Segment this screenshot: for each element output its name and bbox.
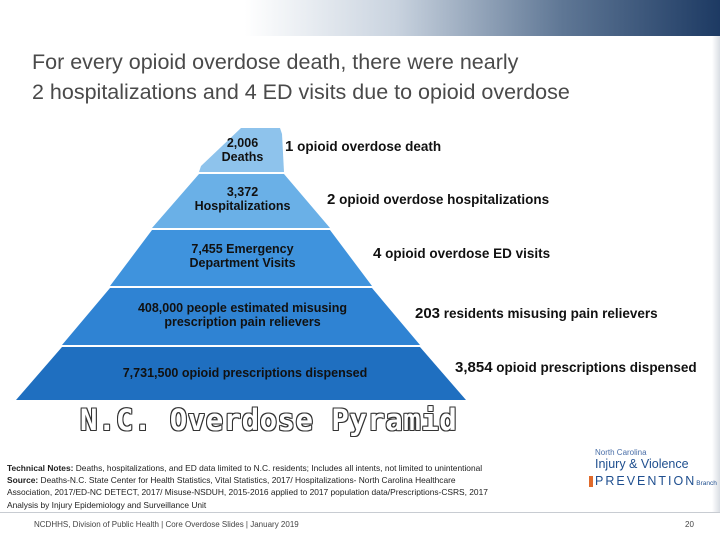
- technical-notes: Technical Notes: Deaths, hospitalization…: [7, 462, 547, 511]
- source-line-1: Source: Deaths-N.C. State Center for Hea…: [7, 474, 547, 486]
- ratio-number: 4: [373, 245, 382, 262]
- ratio-text: opioid overdose hospitalizations: [335, 192, 550, 207]
- slide-title-line-1: For every opioid overdose death, there w…: [32, 50, 519, 74]
- injury-violence-prevention-logo: North Carolina Injury & Violence PREVENT…: [589, 448, 717, 498]
- pyramid-tier-deaths: [199, 128, 284, 172]
- pyramid-caption: N.C. Overdose Pyramid: [80, 403, 458, 437]
- logo-line-3: PREVENTIONBranch: [589, 474, 717, 488]
- source-line-3: Analysis by Injury Epidemiology and Surv…: [7, 499, 207, 510]
- logo-line-2: Injury & Violence: [595, 457, 689, 471]
- slide-title-line-2: 2 hospitalizations and 4 ED visits due t…: [32, 80, 570, 104]
- tier-label-ed-visits-line-2: Department Visits: [189, 256, 296, 270]
- source-label: Source:: [7, 475, 39, 486]
- tier-label-prescriptions: 7,731,500 opioid prescriptions dispensed: [60, 366, 430, 380]
- tier-label-hospitalizations: 3,372 Hospitalizations: [170, 185, 315, 213]
- tier-label-misuse-line-2: prescription pain relievers: [164, 315, 321, 329]
- page-number: 20: [685, 520, 694, 529]
- pyramid-tier-ed-visits: [110, 230, 372, 286]
- tier-label-deaths: 2,006 Deaths: [205, 136, 280, 164]
- ratio-text: opioid prescriptions dispensed: [492, 360, 697, 375]
- ratio-label-deaths: 1 opioid overdose death: [285, 138, 441, 155]
- tier-label-prescriptions-line-1: 7,731,500 opioid prescriptions dispensed: [122, 366, 368, 380]
- ratio-label-prescriptions: 3,854 opioid prescriptions dispensed: [455, 359, 697, 376]
- tier-label-misuse-line-1: 408,000 people estimated misusing: [137, 301, 348, 315]
- source-line-2: Association, 2017/ED-NC DETECT, 2017/ Mi…: [7, 487, 488, 498]
- logo-branch: Branch: [696, 480, 717, 487]
- pyramid-tier-prescriptions: [16, 347, 466, 400]
- pyramid-tier-hospitalizations: [152, 174, 330, 228]
- ratio-text: residents misusing pain relievers: [440, 306, 658, 321]
- tier-label-deaths-value: 2,006: [226, 136, 259, 150]
- ratio-label-misuse: 203 residents misusing pain relievers: [415, 305, 658, 322]
- ratio-label-hospitalizations: 2 opioid overdose hospitalizations: [327, 191, 549, 208]
- footer-divider: [0, 512, 720, 513]
- ratio-label-ed-visits: 4 opioid overdose ED visits: [373, 245, 550, 262]
- ratio-number: 3,854: [455, 359, 493, 376]
- tier-label-ed-visits-line-1: 7,455 Emergency: [191, 242, 294, 256]
- tier-label-misuse: 408,000 people estimated misusing prescr…: [100, 301, 385, 329]
- tier-label-ed-visits: 7,455 Emergency Department Visits: [150, 242, 335, 270]
- tier-label-hospitalizations-value: 3,372: [226, 185, 259, 199]
- pyramid-tier-misuse: [62, 288, 420, 345]
- logo-prevention: PREVENTION: [595, 474, 697, 488]
- slide-edge-shadow: [712, 36, 720, 512]
- technical-notes-text: Deaths, hospitalizations, and ED data li…: [73, 463, 483, 473]
- logo-line-1: North Carolina: [595, 448, 647, 457]
- footer-text: NCDHHS, Division of Public Health | Core…: [34, 520, 299, 529]
- tier-label-deaths-text: Deaths: [221, 150, 264, 164]
- header-gradient-bar: [0, 0, 720, 36]
- ratio-number: 2: [327, 191, 336, 208]
- ratio-number: 1: [285, 138, 294, 155]
- source-text-1: Deaths-N.C. State Center for Health Stat…: [38, 475, 456, 486]
- technical-notes-line: Technical Notes: Deaths, hospitalization…: [7, 462, 547, 474]
- ratio-text: opioid overdose death: [293, 139, 442, 154]
- tier-label-hospitalizations-text: Hospitalizations: [194, 199, 291, 213]
- overdose-pyramid: [16, 128, 466, 400]
- logo-bar-icon: [589, 476, 593, 488]
- ratio-text: opioid overdose ED visits: [381, 246, 551, 261]
- technical-notes-label: Technical Notes:: [7, 463, 74, 473]
- ratio-number: 203: [415, 305, 441, 322]
- slide-title: For every opioid overdose death, there w…: [32, 47, 702, 107]
